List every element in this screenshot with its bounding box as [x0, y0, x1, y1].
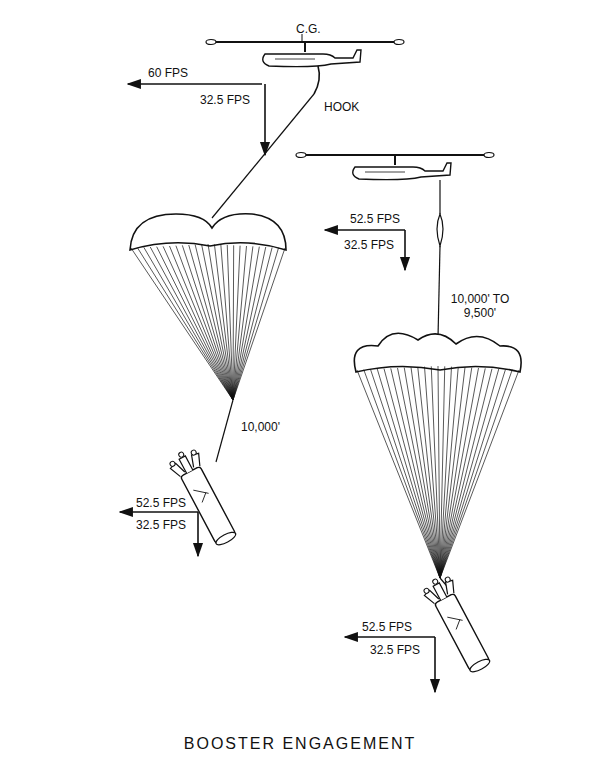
figure-title: BOOSTER ENGAGEMENT — [184, 735, 416, 753]
hook-label: HOOK — [324, 100, 359, 114]
velocity-label: 52.5 FPS — [362, 620, 412, 634]
altitude-label: 10,000' — [241, 420, 280, 434]
velocity-label: 32.5 FPS — [200, 93, 250, 107]
velocity-label: 60 FPS — [148, 66, 188, 80]
velocity-label: 32.5 FPS — [370, 643, 420, 657]
velocity-label: 52.5 FPS — [350, 212, 400, 226]
altitude-label: 10,000' TO 9,500' — [444, 292, 516, 321]
cg-label: C.G. — [296, 22, 321, 36]
velocity-label: 52.5 FPS — [136, 496, 186, 510]
velocity-label: 32.5 FPS — [136, 518, 186, 532]
velocity-label: 32.5 FPS — [344, 238, 394, 252]
